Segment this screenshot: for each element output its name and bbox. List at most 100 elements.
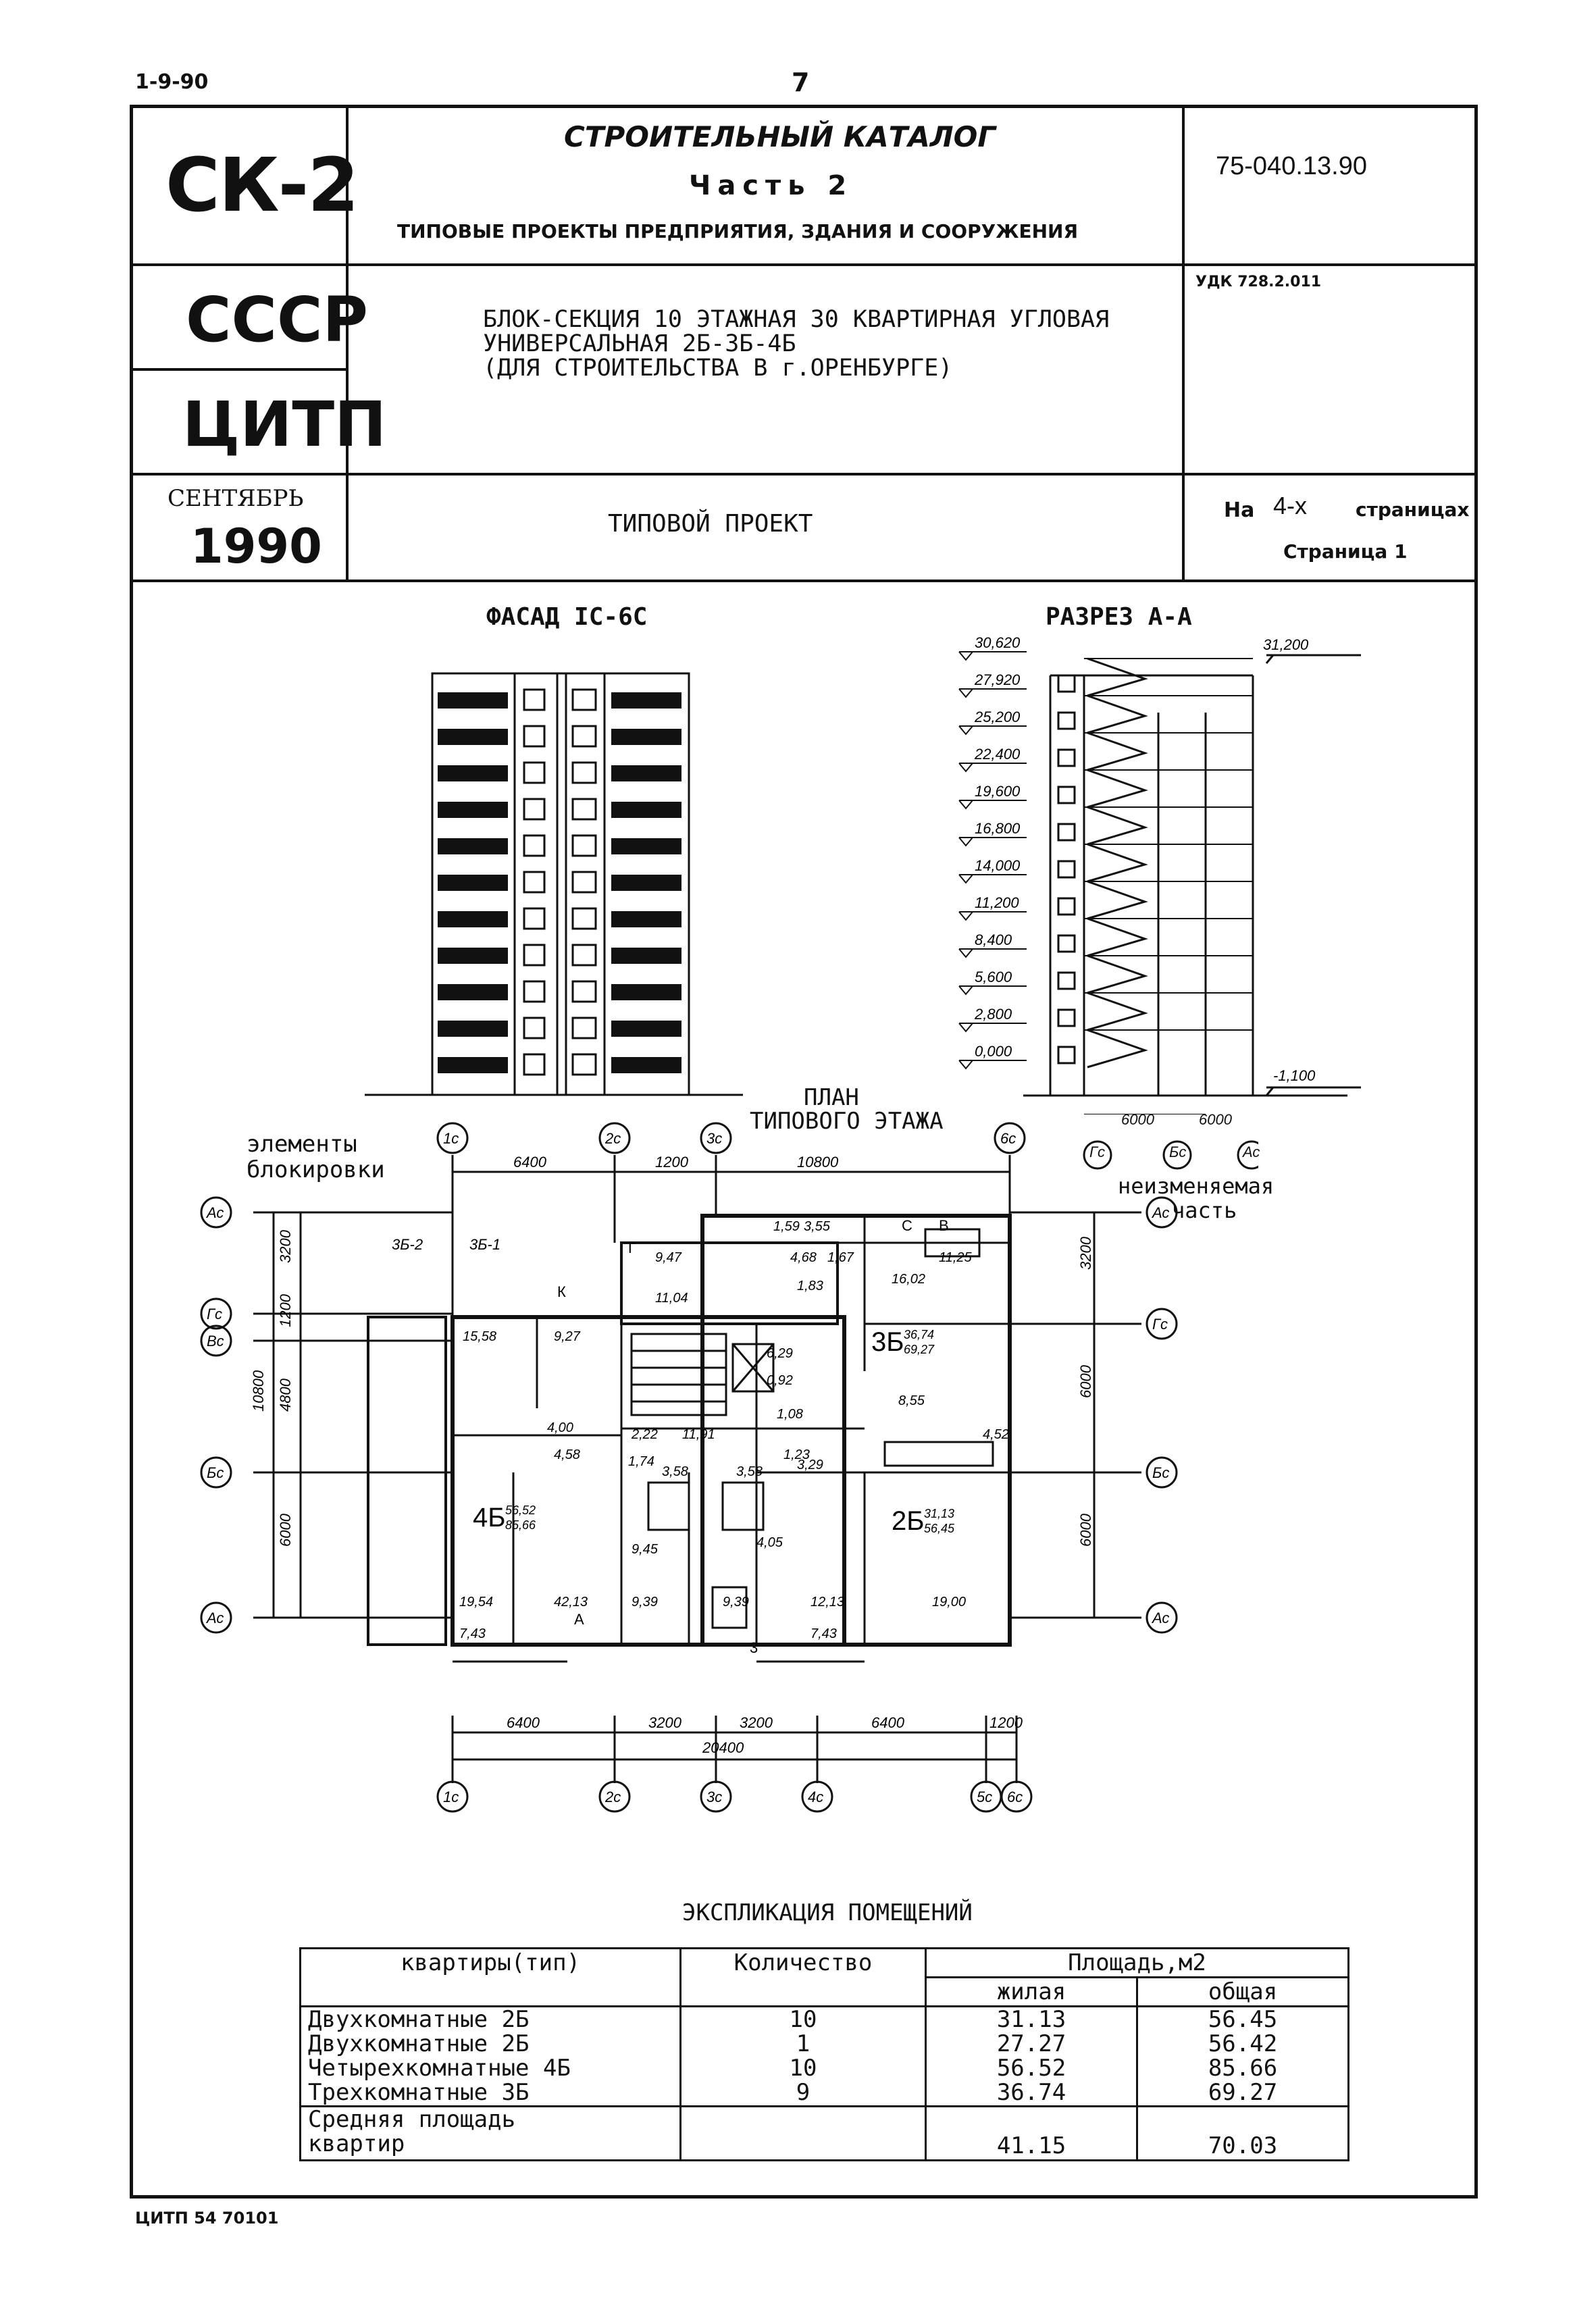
facade-window-center: [571, 871, 597, 894]
plan-right-axis: Ас: [1151, 1610, 1169, 1626]
plan-left-dim: 6000: [277, 1513, 294, 1547]
room-area: 19,00: [932, 1595, 966, 1610]
plan-top-dim: 6400: [513, 1154, 547, 1171]
facade-window-stair: [523, 761, 546, 784]
facade-window-center: [571, 907, 597, 930]
facade-window-center: [571, 798, 597, 821]
facade-window-right: [611, 984, 681, 1000]
row-2-living: 27.27: [996, 2030, 1066, 2057]
facade-window-center: [571, 980, 597, 1003]
section-stair-flight: [1087, 917, 1148, 957]
facade-window-center: [571, 725, 597, 748]
room-area: 1,74: [628, 1454, 654, 1469]
plan-bottom-dim: 3200: [740, 1714, 773, 1731]
room-area: 3,29: [797, 1458, 823, 1472]
section-window: [1057, 748, 1076, 767]
row-1-total: 56.45: [1208, 2006, 1278, 2033]
section-stair-flight: [1087, 992, 1148, 1031]
plan-bottom-axis-circle: [436, 1780, 469, 1813]
plan-left-axis: Ас: [205, 1610, 224, 1626]
udk-code: УДК 728.2.011: [1195, 274, 1322, 290]
elevation-mark-arrow: [958, 651, 973, 661]
rows-total: 56.45 56.42 85.66 69.27: [1136, 2005, 1349, 2107]
corner-code: 1-9-90: [135, 70, 209, 94]
elevation-label: 16,800: [975, 820, 1021, 837]
section-stair-flight: [1087, 769, 1148, 808]
elevation-mark-arrow: [958, 725, 973, 736]
avg-living: 41.15: [925, 2105, 1138, 2161]
section-window: [1057, 786, 1076, 804]
header-row-line-country: [130, 368, 346, 371]
section-window: [1057, 1008, 1076, 1027]
facade-window-left: [438, 1021, 508, 1037]
facade-window-right: [611, 765, 681, 781]
plan-bottom-axis-circle: [801, 1780, 833, 1813]
room-area: 4,58: [554, 1447, 580, 1462]
row-3-count: 10: [789, 2055, 817, 2082]
room-area: 1,59: [773, 1219, 800, 1234]
blocking-elements-line-2: блокировки: [247, 1156, 385, 1183]
plan-left-axis: Гс: [207, 1306, 222, 1322]
plan-top-axis: 3с: [706, 1130, 722, 1147]
room-area: 4,52: [983, 1427, 1009, 1442]
unchanged-part-line-2: часть: [1172, 1198, 1237, 1223]
section-window: [1057, 860, 1076, 879]
facade-window-center: [571, 688, 597, 711]
plan-top-dim: 1200: [655, 1154, 689, 1171]
room-area: 1,83: [797, 1279, 823, 1293]
elevation-mark-arrow: [958, 948, 973, 958]
plan-left-axis-circle: [200, 1601, 232, 1634]
description-line-3: (ДЛЯ СТРОИТЕЛЬСТВА В г.ОРЕНБУРГЕ): [483, 355, 953, 382]
apartment-total-area: 69,27: [904, 1343, 935, 1356]
doc-number: 75-040.13.90: [1216, 152, 1367, 180]
elevation-mark-arrow: [958, 763, 973, 773]
header-row-line-1: [130, 263, 1478, 266]
section-title: РАЗРЕЗ А-А: [1046, 603, 1192, 631]
row-1-type: Двухкомнатные 2Б: [308, 2006, 530, 2033]
plan-mark: В: [939, 1217, 949, 1234]
room-area: 4,00: [547, 1420, 573, 1435]
elevation-label: 5,600: [975, 969, 1012, 985]
room-area: 15,58: [463, 1329, 496, 1344]
facade-window-stair: [523, 834, 546, 857]
pages-count: 4-х: [1273, 492, 1308, 519]
section-stair-flight: [1087, 1029, 1148, 1069]
plan-mark: Г: [628, 1239, 636, 1256]
section-axis-label-1: Гс: [1089, 1143, 1105, 1160]
elevation-label: 8,400: [975, 931, 1012, 948]
plan-right-dim: 3200: [1077, 1236, 1094, 1270]
room-area: 3,58: [662, 1464, 688, 1479]
facade-title: ФАСАД IC-6C: [486, 603, 648, 631]
plan-right-axis-circle: [1145, 1456, 1178, 1489]
plan-top-axis: 2с: [604, 1130, 621, 1147]
plan-block-label: 3Б-1: [469, 1236, 500, 1253]
apartment-type: 3Б: [871, 1327, 904, 1357]
facade-window-left: [438, 765, 508, 781]
blocking-elements-line-1: элементы: [247, 1131, 357, 1158]
room-area: 16,02: [892, 1272, 925, 1287]
section-window: [1057, 823, 1076, 842]
section-stair-flight: [1087, 954, 1148, 994]
header-row-line-2: [130, 473, 1478, 475]
pages-prefix: На: [1224, 498, 1255, 522]
section-dim-1: 6000: [1121, 1111, 1154, 1128]
plan-bottom-axis: 6с: [1007, 1789, 1023, 1805]
plan-bottom-dim: 6400: [871, 1714, 905, 1731]
plan-title-1: ПЛАН: [804, 1084, 859, 1111]
header-divider-left: [346, 105, 349, 581]
apartment-total-area: 85,66: [505, 1518, 536, 1532]
plan-left-axis-circle: [200, 1325, 232, 1357]
elevation-label: 11,200: [975, 894, 1019, 911]
plan-mark: 3: [750, 1639, 758, 1656]
plan-right-axis: Гс: [1152, 1316, 1168, 1333]
rows-type: Двухкомнатные 2Б Двухкомнатные 2Б Четыре…: [299, 2005, 681, 2107]
elevation-label: 30,620: [975, 634, 1021, 651]
org-label: ЦИТП: [182, 388, 387, 461]
elevation-mark-arrow: [958, 911, 973, 921]
row-2-count: 1: [796, 2030, 810, 2057]
section-stair-flight: [1087, 880, 1148, 920]
facade-window-stair: [523, 944, 546, 967]
plan-left-dim: 3200: [277, 1229, 294, 1263]
section-stair-flight: [1087, 731, 1148, 771]
section-window: [1057, 674, 1076, 693]
